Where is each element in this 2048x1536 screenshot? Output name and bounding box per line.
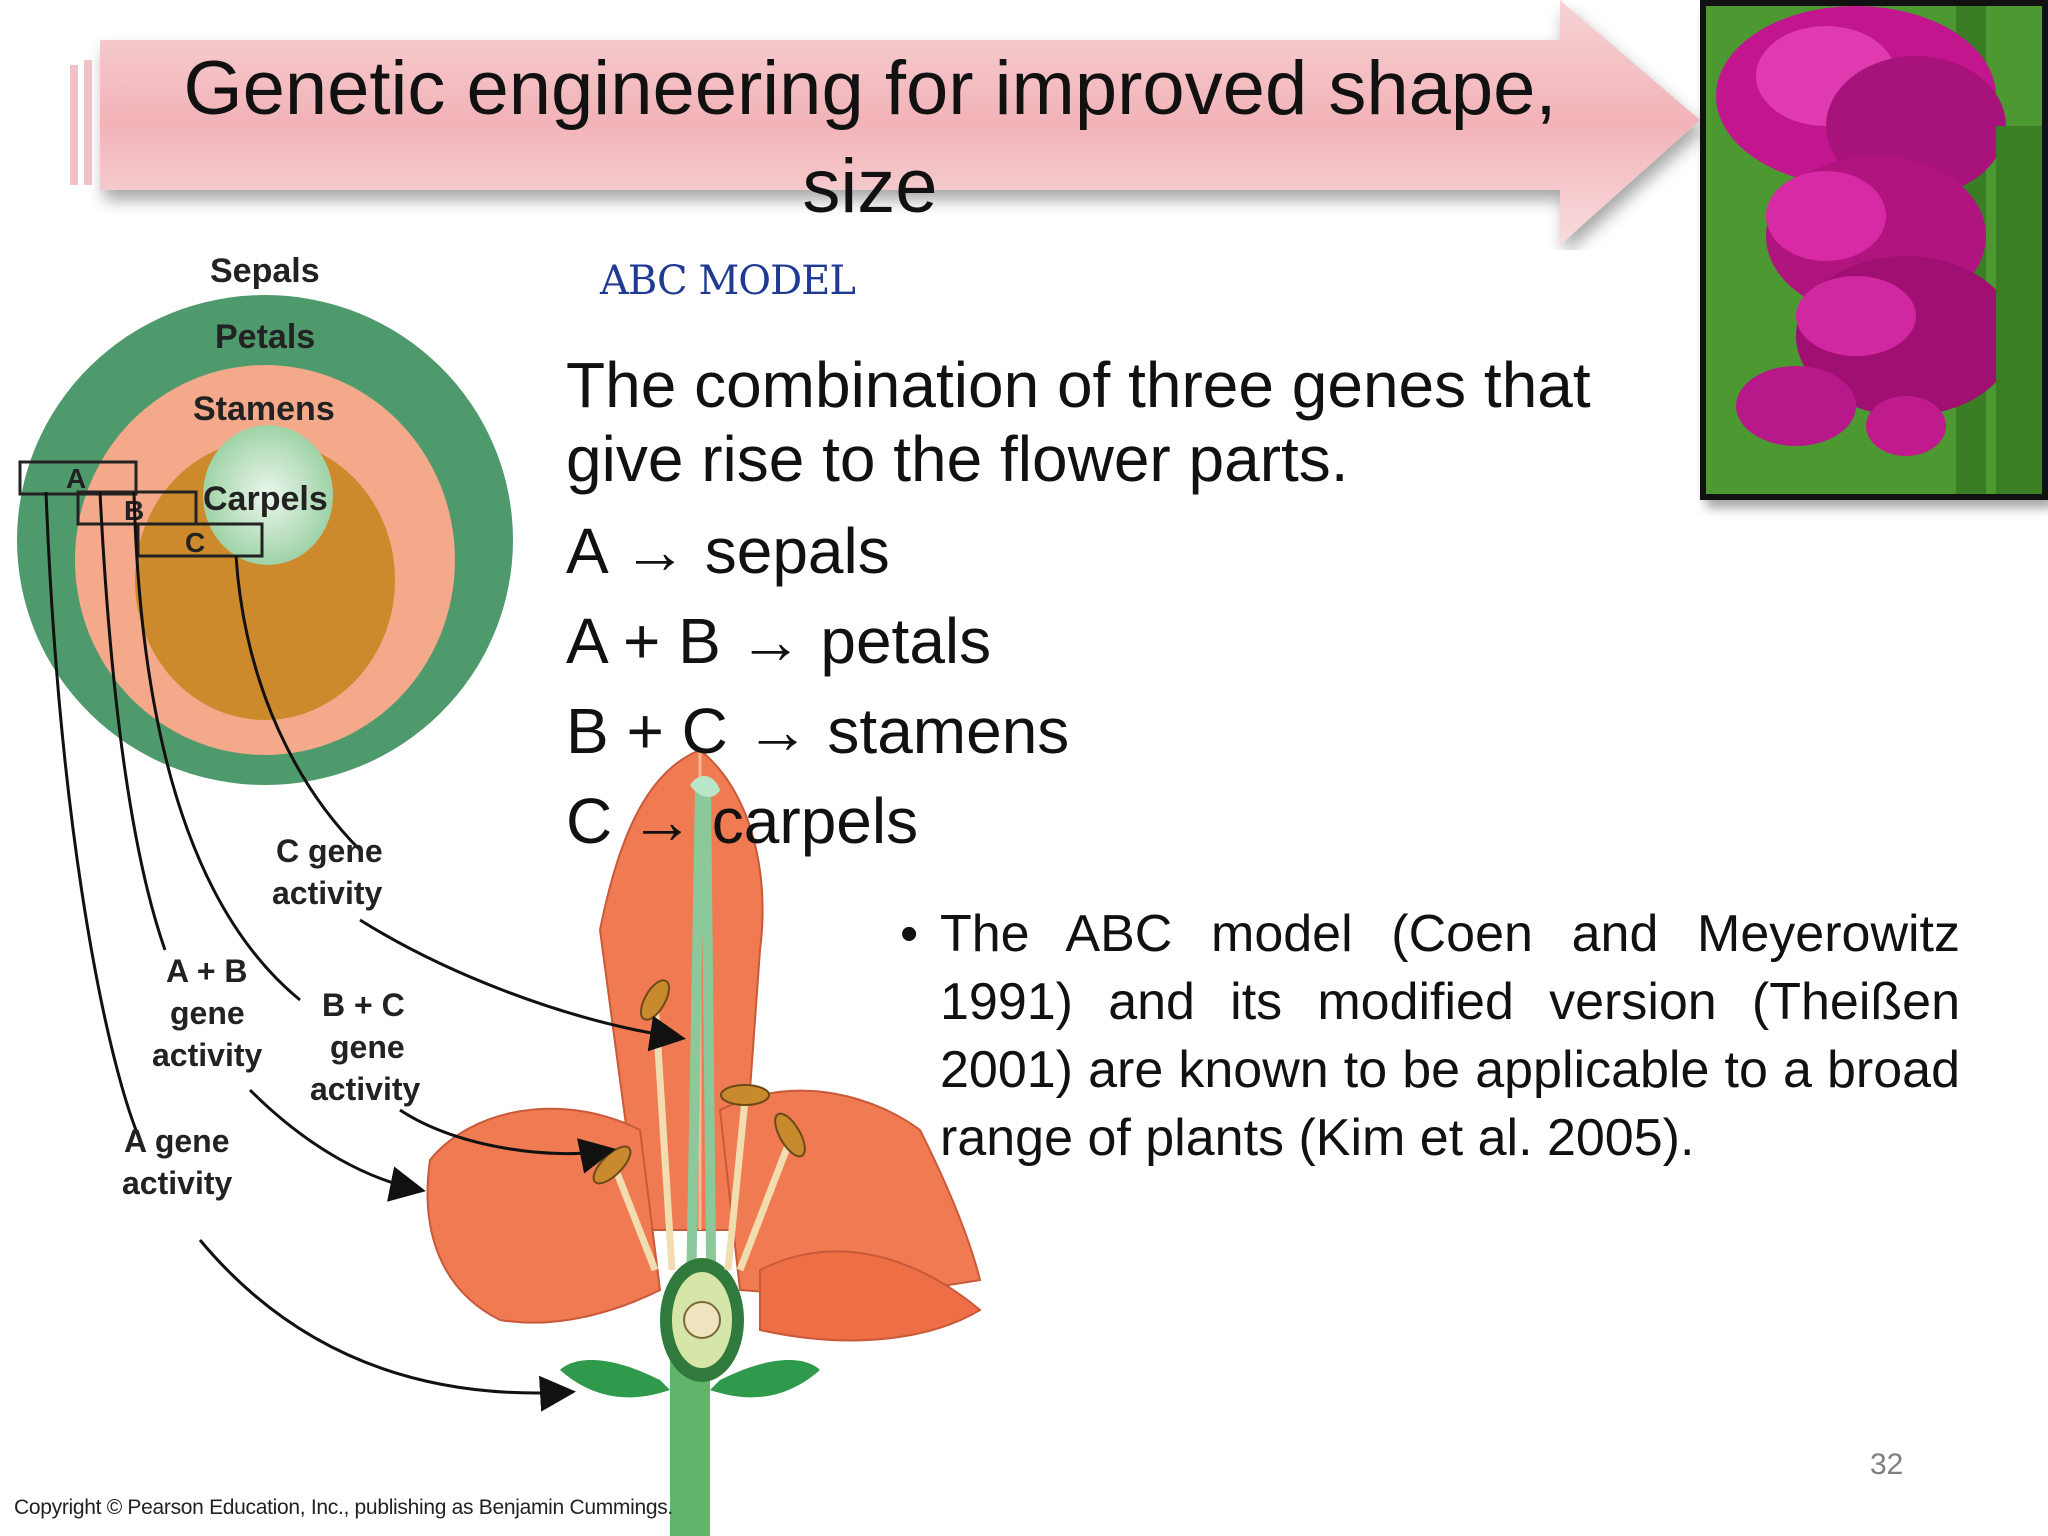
abc-model-heading: ABC MODEL [600, 258, 856, 304]
gene-box-c: C [185, 527, 205, 558]
slide-title: Genetic engineering for improved shape, … [183, 46, 1557, 229]
rule-ab-petals: A + B → petals [566, 605, 992, 677]
label-bc-gene-activity: B + C gene activity [310, 987, 420, 1107]
abc-ring-diagram [17, 295, 513, 785]
bullet-item: • The ABC model (Coen and Meyerowitz 199… [900, 900, 1960, 1172]
label-a-gene-activity: A gene activity [122, 1123, 238, 1201]
flower-cross-section [426, 748, 982, 1536]
whorl-label-petals: Petals [215, 318, 315, 356]
bullet-dot-icon: • [900, 905, 919, 963]
rule-bc-stamens: B + C → stamens [566, 695, 1070, 767]
whorl-label-sepals: Sepals [210, 252, 320, 290]
rule-a-sepals: A → sepals [566, 515, 890, 587]
page-number: 32 [1870, 1448, 1904, 1481]
copyright-notice: Copyright © Pearson Education, Inc., pub… [14, 1496, 673, 1519]
rule-c-carpels: C → carpels [566, 785, 919, 857]
label-c-gene-activity: C gene activity [272, 833, 392, 911]
gene-box-a: A [66, 463, 86, 494]
abc-model-diagram: Sepals Petals Stamens Carpels A B C [17, 252, 982, 1536]
whorl-label-carpels: Carpels [203, 480, 328, 518]
whorl-label-stamens: Stamens [193, 390, 335, 428]
title-banner-arrow [70, 0, 1700, 245]
bullet-text: The ABC model (Coen and Meyerowitz 1991)… [940, 905, 1960, 1167]
flower-photo [1700, 0, 2048, 500]
label-ab-gene-activity: A + B gene activity [152, 953, 262, 1073]
intro-text: The combination of three genes that give… [566, 349, 1591, 495]
